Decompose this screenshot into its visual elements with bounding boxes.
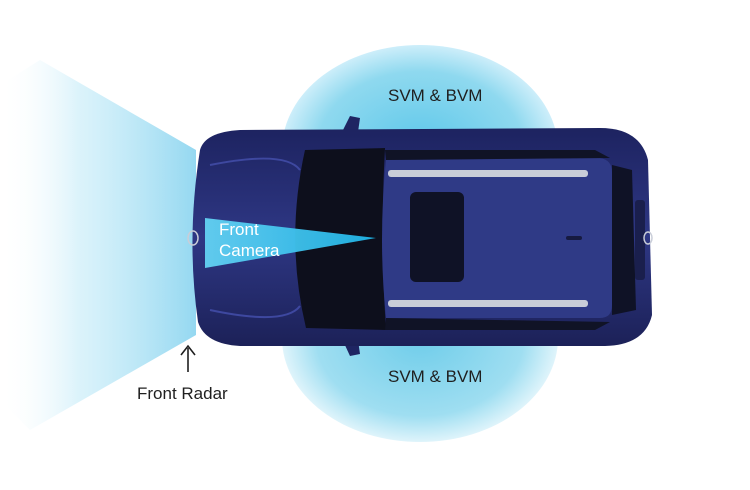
front-camera-label-line2: Camera	[219, 241, 280, 260]
front-camera-label: Front Camera	[219, 219, 279, 261]
front-radar-zone	[0, 60, 196, 430]
front-camera-beam	[205, 218, 376, 268]
up-arrow-icon	[180, 344, 196, 372]
svm-bvm-bottom-label: SVM & BVM	[388, 367, 483, 386]
svm-bvm-top-label: SVM & BVM	[388, 86, 483, 105]
front-camera-label-line1: Front	[219, 220, 259, 239]
car-top-view	[187, 116, 653, 356]
front-radar-label: Front Radar	[137, 384, 228, 403]
